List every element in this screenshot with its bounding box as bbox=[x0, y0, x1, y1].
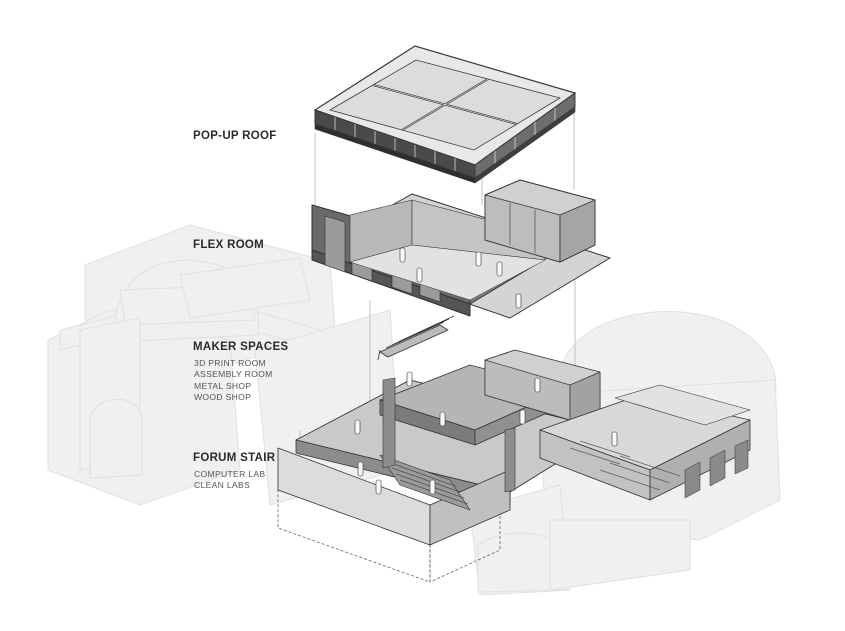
label-3d-print-room: 3D PRINT ROOM bbox=[194, 358, 267, 368]
label-wood-shop: WOOD SHOP bbox=[194, 392, 252, 403]
pop-up-roof bbox=[313, 45, 577, 184]
label-maker-spaces: MAKER SPACES bbox=[193, 341, 289, 353]
context-building-left bbox=[47, 224, 401, 506]
label-forum-stair: FORUM STAIR bbox=[193, 452, 276, 464]
label-assembly-room: ASSEMBLY ROOM bbox=[194, 369, 273, 380]
exterior-stair bbox=[377, 315, 455, 361]
flex-room bbox=[311, 179, 611, 361]
maker-forum-level bbox=[277, 349, 751, 583]
label-clean-labs: CLEAN LABS bbox=[194, 480, 251, 491]
forum-stair-list: COMPUTER LAB CLEAN LABS bbox=[194, 469, 265, 492]
maker-spaces-list: 3D PRINT ROOM ASSEMBLY ROOM METAL SHOP W… bbox=[194, 358, 273, 404]
label-pop-up-roof: POP-UP ROOF bbox=[193, 130, 277, 142]
label-metal-shop: METAL SHOP bbox=[194, 380, 252, 391]
label-computer-lab: COMPUTER LAB bbox=[194, 469, 266, 479]
label-flex-room: FLEX ROOM bbox=[193, 239, 265, 251]
